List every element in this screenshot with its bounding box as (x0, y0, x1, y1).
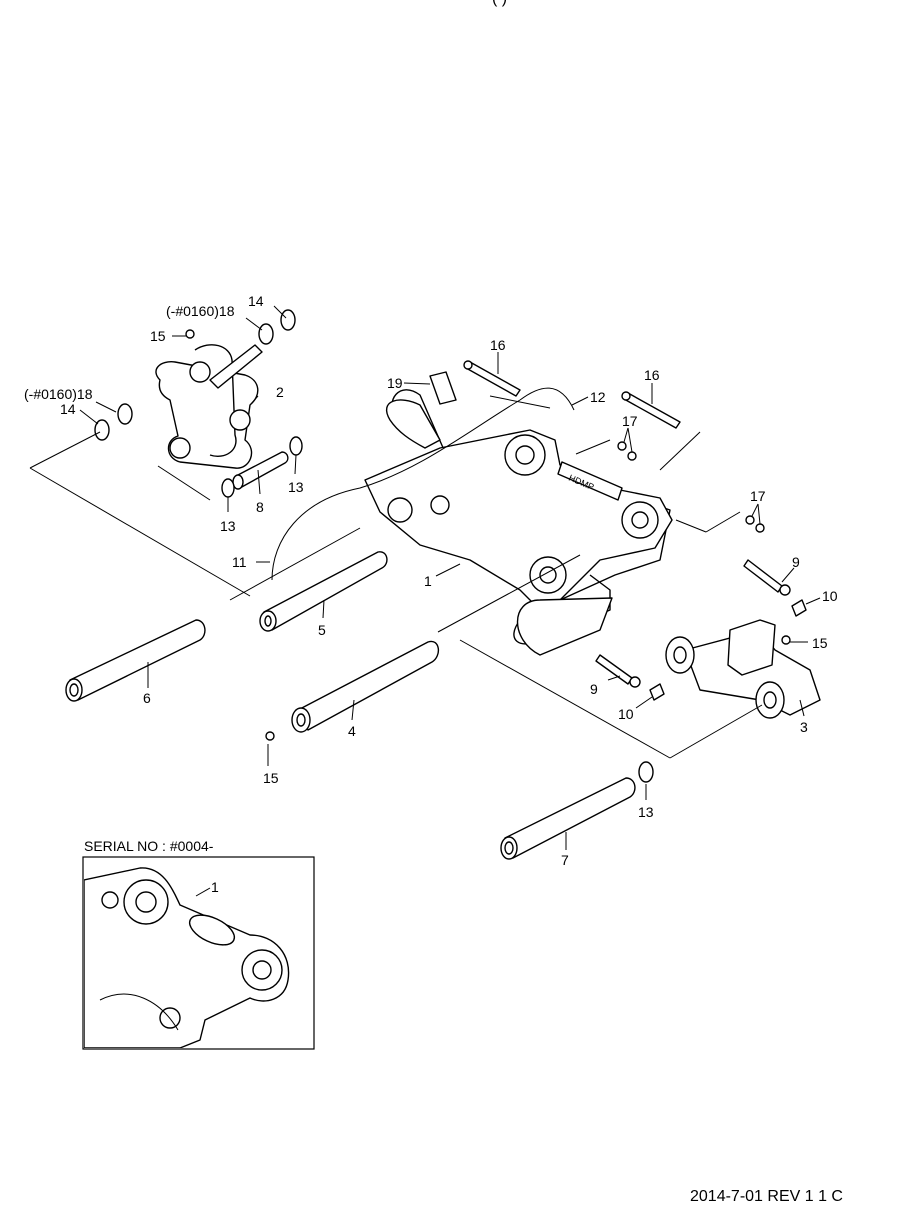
quick-coupler-frame: HDMP (364, 389, 673, 656)
callout-2: 2 (276, 384, 284, 400)
callout-12: 12 (590, 389, 606, 405)
callout-13-pin8: 13 (220, 518, 236, 534)
pin-4 (291, 640, 439, 733)
pin-7 (500, 777, 636, 860)
callout-11: 11 (232, 554, 247, 570)
callout-4: 4 (348, 723, 356, 739)
inset-detail: 1 (82, 856, 315, 1050)
callout-15-pin4: 15 (263, 770, 279, 786)
footer-fragment: 2014-7-01 REV 1 1 C (690, 1188, 843, 1205)
callout-18-top: (-#0160)18 (166, 303, 235, 319)
header-fragment: ( ) (492, 0, 507, 8)
callout-3: 3 (800, 719, 808, 735)
callout-13-link: 13 (288, 479, 304, 495)
callout-15-top: 15 (150, 328, 166, 344)
pin-6 (65, 619, 206, 702)
snap-rings (94, 309, 654, 783)
callout-1: 1 (424, 573, 432, 589)
callout-7: 7 (561, 852, 569, 868)
callout-labels: 14 (-#0160)18 15 2 (-#0160)18 14 13 8 13… (24, 293, 838, 868)
inset-title: SERIAL NO : #0004- (84, 838, 214, 854)
callout-5: 5 (318, 622, 326, 638)
callout-14-top: 14 (248, 293, 264, 309)
callout-17-right: 17 (750, 488, 766, 504)
callout-10-right: 10 (822, 588, 838, 604)
pin-8 (232, 451, 289, 490)
callout-19: 19 (387, 375, 403, 391)
callout-14-left: 14 (60, 401, 76, 417)
callout-9-left: 9 (590, 681, 598, 697)
callout-13-pin7: 13 (638, 804, 654, 820)
bolts (463, 360, 791, 688)
callout-9-right: 9 (792, 554, 800, 570)
callout-17-mid: 17 (622, 413, 638, 429)
callout-16-right: 16 (644, 367, 660, 383)
callout-10-left: 10 (618, 706, 634, 722)
clip-19 (429, 371, 457, 405)
pin-5 (259, 551, 388, 632)
link-assembly (155, 344, 263, 469)
callout-18-left: (-#0160)18 (24, 386, 93, 402)
hydraulic-cylinder (665, 619, 821, 719)
callout-15-cyl: 15 (812, 635, 828, 651)
wire-11 (271, 387, 575, 581)
inset-callout-1: 1 (211, 879, 219, 895)
leader-lines (29, 305, 821, 850)
callout-6: 6 (143, 690, 151, 706)
callout-8: 8 (256, 499, 264, 515)
callout-16-left: 16 (490, 337, 506, 353)
